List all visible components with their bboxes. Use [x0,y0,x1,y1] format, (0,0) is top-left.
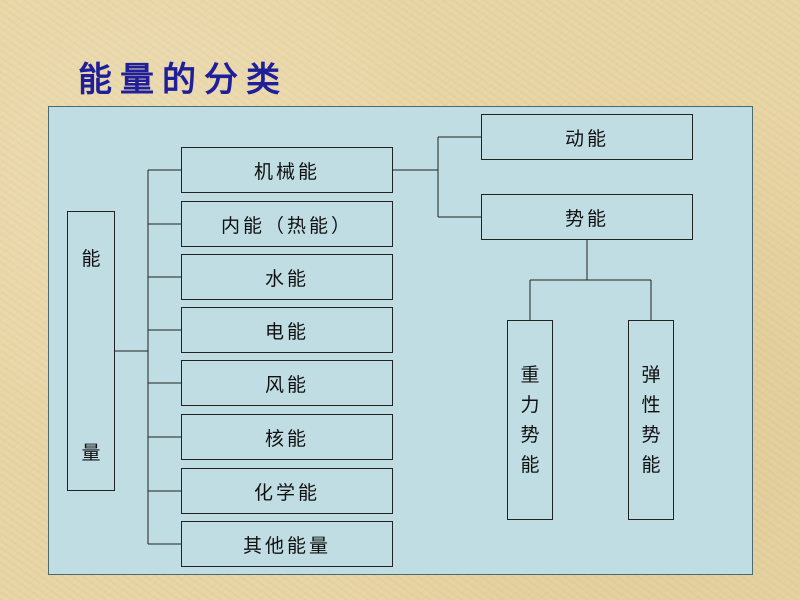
elastic-char: 势 [641,424,661,446]
gravitational-char: 重 [520,364,540,386]
category-wind: 风能 [181,360,393,406]
page-title: 能量的分类 [78,60,288,100]
category-mechanical: 机械能 [181,147,393,193]
energy-root-box: 能 量 [67,211,115,491]
gravitational-char: 势 [520,424,540,446]
elastic-potential-box: 弹 性 势 能 [628,320,674,520]
category-hydro: 水能 [181,254,393,300]
category-chemical: 化学能 [181,468,393,514]
elastic-char: 能 [641,454,661,476]
root-char-1: 能 [81,248,101,270]
gravitational-potential-box: 重 力 势 能 [507,320,553,520]
category-other: 其他能量 [181,521,393,567]
elastic-char: 弹 [641,364,661,386]
gravitational-char: 力 [520,394,540,416]
gravitational-char: 能 [520,454,540,476]
category-electric: 电能 [181,307,393,353]
potential-energy-box: 势能 [481,194,693,240]
kinetic-energy-box: 动能 [481,114,693,160]
category-nuclear: 核能 [181,414,393,460]
elastic-char: 性 [641,394,661,416]
category-internal: 内能（热能） [181,201,393,247]
root-char-2: 量 [81,442,101,464]
